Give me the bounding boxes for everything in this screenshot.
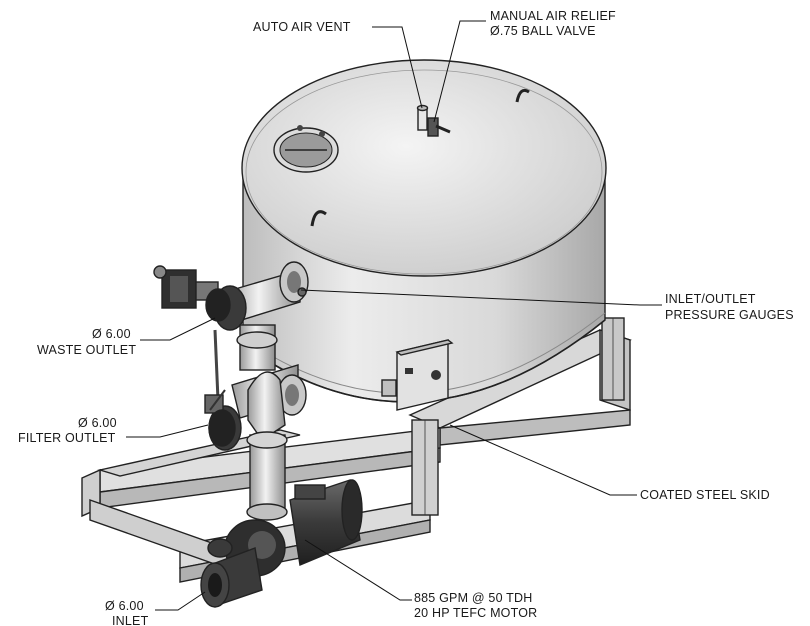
filter-tank <box>241 59 607 411</box>
label-inlet-outlet: INLET/OUTLET <box>665 292 756 306</box>
pipe-manifold <box>208 261 309 521</box>
label-pressure-gauges: PRESSURE GAUGES <box>665 308 794 322</box>
label-filter-outlet-size: Ø 6.00 <box>78 416 117 430</box>
waste-outlet-valve <box>153 265 231 322</box>
lifting-lug-icon <box>515 88 530 103</box>
leader-lines <box>126 20 662 611</box>
auto-air-vent <box>416 104 429 131</box>
ball-valve <box>427 117 451 137</box>
label-manual-air-relief: MANUAL AIR RELIEF <box>490 9 616 23</box>
label-pump-flow: 885 GPM @ 50 TDH <box>414 591 532 605</box>
label-waste-outlet: WASTE OUTLET <box>37 343 136 357</box>
lifting-lug-icon <box>310 210 327 227</box>
label-pump-motor: 20 HP TEFC MOTOR <box>414 606 537 620</box>
pump-motor <box>200 479 363 608</box>
label-ball-valve: Ø.75 BALL VALVE <box>490 24 596 38</box>
label-auto-air-vent: AUTO AIR VENT <box>253 20 351 34</box>
label-coated-steel-skid: COATED STEEL SKID <box>640 488 770 502</box>
label-inlet-size: Ø 6.00 <box>105 599 144 613</box>
label-inlet: INLET <box>112 614 149 626</box>
label-waste-outlet-size: Ø 6.00 <box>92 327 131 341</box>
filter-outlet-valve <box>204 389 236 447</box>
callout-labels: AUTO AIR VENT MANUAL AIR RELIEF Ø.75 BAL… <box>18 9 794 626</box>
label-filter-outlet: FILTER OUTLET <box>18 431 116 445</box>
manway-hatch <box>273 125 339 173</box>
control-box <box>381 339 454 411</box>
